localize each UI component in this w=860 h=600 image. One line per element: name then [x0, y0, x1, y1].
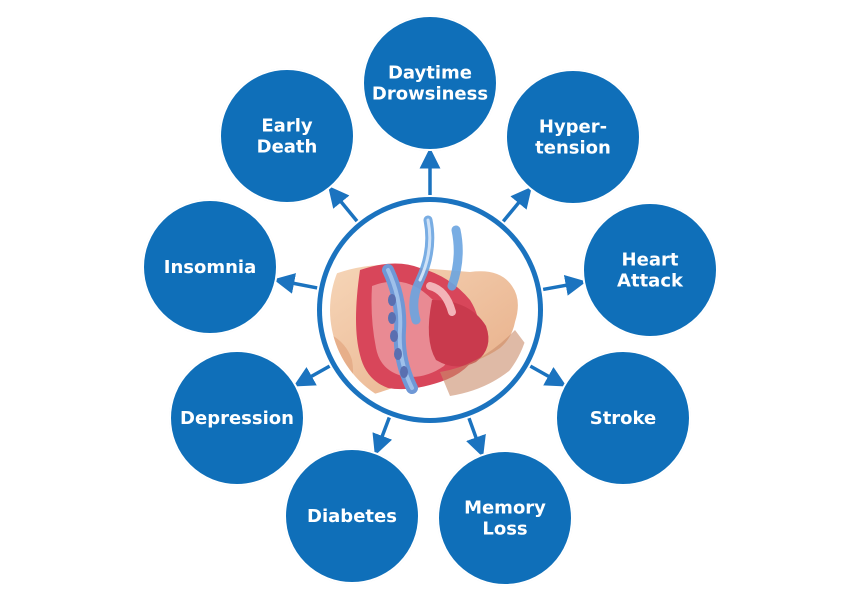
arrow-to-heart-attack [542, 274, 587, 296]
consequence-nodes: DaytimeDrowsinessHyper-tensionHeartAttac… [142, 15, 718, 586]
vertebrae [388, 294, 408, 378]
node-label: Memory [464, 498, 546, 519]
arrow-to-insomnia [273, 273, 318, 294]
node-depression: Depression [169, 350, 305, 486]
arrow-to-early-death [328, 185, 359, 223]
node-circle [582, 202, 718, 338]
node-label: Hyper- [539, 117, 607, 138]
node-label: Drowsiness [372, 84, 488, 105]
node-circle [505, 69, 641, 205]
node-circle [284, 448, 420, 584]
node-circle [219, 68, 355, 204]
node-circle [142, 199, 278, 335]
node-circle [437, 450, 573, 586]
arrow-to-diabetes [372, 416, 393, 456]
node-label: Early [261, 116, 312, 137]
node-label: Loss [482, 519, 527, 540]
node-circle [362, 15, 498, 151]
node-label: tension [535, 138, 611, 159]
arrow-to-memory-loss [466, 417, 486, 458]
arrow-to-depression [293, 364, 331, 387]
node-label: Daytime [388, 63, 472, 84]
connector-arrows [273, 147, 587, 458]
node-label: Depression [180, 408, 294, 429]
node-label: Heart [622, 250, 679, 271]
node-circle [169, 350, 305, 486]
node-label: Diabetes [307, 506, 397, 527]
arrow-to-stroke [529, 364, 567, 387]
node-hypertension: Hyper-tension [505, 69, 641, 205]
airway-illustration [330, 215, 530, 402]
tongue [428, 300, 489, 367]
node-insomnia: Insomnia [142, 199, 278, 335]
node-label: Death [257, 137, 318, 158]
node-label: Stroke [590, 408, 657, 429]
node-circle [555, 350, 691, 486]
node-label: Attack [617, 271, 684, 292]
arrow-to-hypertension [501, 186, 532, 223]
node-stroke: Stroke [555, 350, 691, 486]
node-diabetes: Diabetes [284, 448, 420, 584]
center-illustration [317, 197, 543, 423]
node-label: Insomnia [164, 257, 256, 278]
